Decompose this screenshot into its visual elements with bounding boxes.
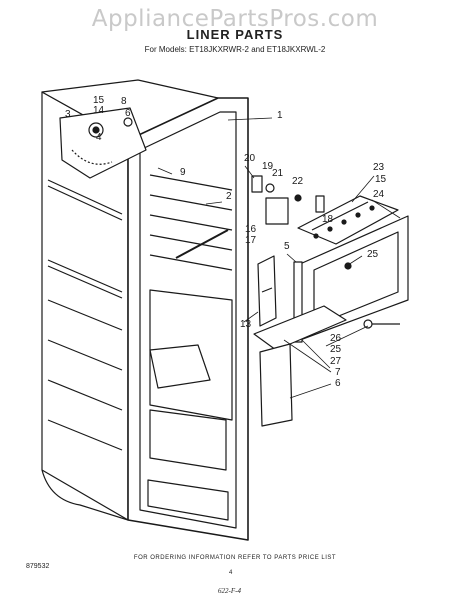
callout-4: 4 <box>96 132 102 143</box>
callout-16: 16 <box>245 224 257 235</box>
callout-15: 15 <box>93 95 105 106</box>
callout-13: 13 <box>240 319 252 330</box>
control-housing <box>59 107 147 179</box>
bracket-bar <box>175 229 229 259</box>
page-title: LINER PARTS <box>186 27 284 42</box>
page-number: 4 <box>229 570 233 576</box>
callout-23: 23 <box>373 162 385 173</box>
callout-2: 2 <box>226 191 232 202</box>
callout-17: 17 <box>245 235 257 246</box>
liner-cabinet <box>41 79 249 541</box>
callout-22: 22 <box>292 176 304 187</box>
callout-5: 5 <box>284 241 290 252</box>
plate-13 <box>257 255 277 327</box>
callout-labels: 1514348691220192122231524181617525132625… <box>65 95 387 389</box>
callout-18: 18 <box>322 214 334 225</box>
callout-3: 3 <box>65 109 71 120</box>
callout-19: 19 <box>262 161 274 172</box>
callout-25: 25 <box>367 249 379 260</box>
callout-6: 6 <box>125 108 131 119</box>
callout-7: 7 <box>335 367 341 378</box>
callout-20: 20 <box>244 153 256 164</box>
watermark: AppliancePartsPros.com <box>91 6 379 32</box>
model-numbers: For Models: ET18JKXRWR-2 and ET18JKXRWL-… <box>144 45 326 54</box>
ordering-note: FOR ORDERING INFORMATION REFER TO PARTS … <box>133 555 337 561</box>
callout-8: 8 <box>121 96 127 107</box>
callout-24: 24 <box>373 189 385 200</box>
damper-parts <box>251 175 325 225</box>
cover-plate <box>253 305 347 351</box>
callout-6: 6 <box>335 378 341 389</box>
callout-25: 25 <box>330 344 342 355</box>
callout-1: 1 <box>277 110 283 121</box>
callout-27: 27 <box>330 356 342 367</box>
callout-14: 14 <box>93 105 105 116</box>
handwritten-code: 622-F-4 <box>218 587 241 595</box>
callout-21: 21 <box>272 168 284 179</box>
lower-plate-6 <box>259 343 293 427</box>
upper-housing <box>297 195 399 245</box>
leader-lines <box>157 117 401 399</box>
callout-15: 15 <box>375 174 387 185</box>
callout-26: 26 <box>330 333 342 344</box>
reference-number: 879532 <box>26 563 50 570</box>
callout-9: 9 <box>180 167 186 178</box>
